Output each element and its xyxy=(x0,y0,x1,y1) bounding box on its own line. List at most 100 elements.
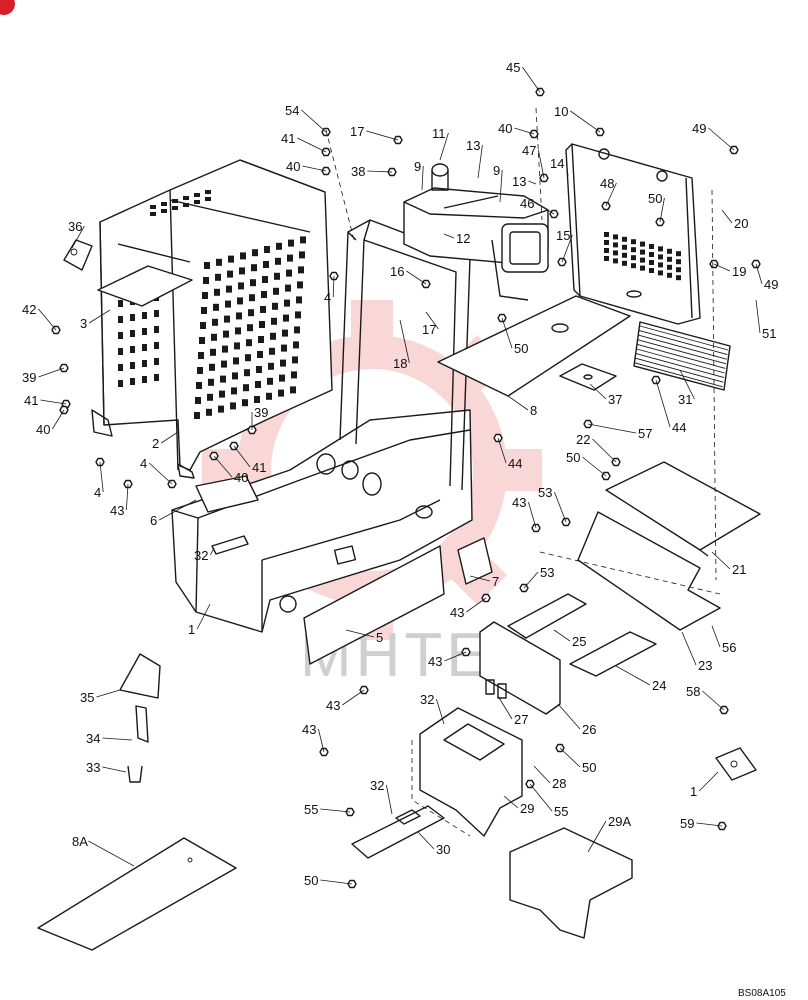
vent-slot xyxy=(604,248,609,253)
fuel-tank-part xyxy=(403,163,549,301)
callout-label-c3: 3 xyxy=(80,316,87,331)
leader-line-c12 xyxy=(443,233,455,239)
vent-slot xyxy=(295,311,301,319)
vent-slot xyxy=(613,250,618,256)
vent-slot xyxy=(194,193,200,197)
leader-line-c34 xyxy=(102,737,133,741)
callout-label-c44a: 44 xyxy=(672,420,686,435)
callout-label-c32a: 32 xyxy=(194,548,208,563)
callout-label-c59: 59 xyxy=(680,816,694,831)
leader-line-c11 xyxy=(439,132,449,161)
vent-slot xyxy=(194,412,200,419)
vent-slot xyxy=(291,371,297,379)
callout-label-c6: 6 xyxy=(150,513,157,528)
window-bracket-part xyxy=(63,239,193,307)
callout-label-c22: 22 xyxy=(576,432,590,447)
vent-slot xyxy=(631,239,636,245)
vent-slot xyxy=(150,212,156,216)
leader-line-c1b xyxy=(698,771,719,792)
vent-slot xyxy=(613,258,618,264)
callout-label-c43d: 43 xyxy=(428,654,442,669)
callout-label-c10: 10 xyxy=(554,104,568,119)
grille-mesh-line xyxy=(637,343,726,369)
callout-label-c13a: 13 xyxy=(466,138,480,153)
vent-slot xyxy=(142,328,147,335)
leader-line-c49b xyxy=(755,263,763,285)
vent-slot xyxy=(199,337,205,344)
vent-slot xyxy=(221,360,227,368)
console-26-part xyxy=(479,621,561,715)
vent-slot xyxy=(622,260,627,266)
leader-line-c50a xyxy=(659,197,665,223)
vent-slot xyxy=(284,299,290,307)
side-cover-21-part xyxy=(605,461,761,557)
leader-line-c23 xyxy=(681,631,697,666)
vent-slot xyxy=(130,378,135,385)
vent-slot xyxy=(274,272,280,280)
bottom-cover-29-part xyxy=(419,707,523,837)
panel-7-part xyxy=(457,537,493,585)
fasteners xyxy=(51,87,761,889)
strap-34-part xyxy=(135,705,149,743)
callout-label-c9a: 9 xyxy=(414,159,421,174)
vent-slot xyxy=(649,244,654,249)
vent-slot xyxy=(279,374,285,382)
vent-slot xyxy=(195,397,201,404)
vent-slot xyxy=(198,352,204,359)
vent-slot xyxy=(205,197,211,201)
vent-slot xyxy=(218,405,224,413)
vent-slot xyxy=(658,254,663,260)
callout-label-c55b: 55 xyxy=(554,804,568,819)
vent-slot xyxy=(273,287,279,295)
callout-label-c39a: 39 xyxy=(22,370,36,385)
callout-label-c29a: 29A xyxy=(608,814,631,829)
leader-line-c36 xyxy=(71,225,85,249)
vent-slot xyxy=(658,270,663,276)
vent-slot xyxy=(172,199,178,203)
vent-slot xyxy=(208,378,214,386)
vent-slot xyxy=(286,269,292,277)
leader-line-c29a xyxy=(587,820,607,853)
leader-line-c18 xyxy=(399,319,410,364)
vent-slot xyxy=(209,363,215,371)
vent-slot xyxy=(205,190,211,194)
vent-slot xyxy=(183,203,189,207)
sticker-32-part xyxy=(211,535,249,555)
leader-line-c28 xyxy=(533,765,551,784)
leader-line-c42 xyxy=(38,308,57,331)
vent-slot xyxy=(268,362,274,370)
leader-line-c40b xyxy=(302,165,327,172)
vent-slot xyxy=(215,273,221,281)
rollover-frame-part xyxy=(339,219,471,491)
leader-line-c50b xyxy=(501,317,513,349)
leader-line-c51 xyxy=(755,299,761,334)
vent-slot xyxy=(613,242,618,248)
callout-label-c32c: 32 xyxy=(370,778,384,793)
vent-slot xyxy=(667,248,672,254)
vent-slot xyxy=(280,359,286,367)
leader-line-c43d xyxy=(444,651,467,662)
vent-slot xyxy=(230,402,236,410)
vent-slot xyxy=(225,300,231,308)
leader-line-c38 xyxy=(367,170,393,173)
leader-line-c5 xyxy=(345,629,375,638)
vent-slot xyxy=(130,314,135,321)
vent-slot xyxy=(285,284,291,292)
leader-line-c49a xyxy=(708,127,735,151)
callout-label-c12: 12 xyxy=(456,231,470,246)
callout-label-c40c: 40 xyxy=(36,422,50,437)
vent-slot xyxy=(649,252,654,257)
leader-line-c13a xyxy=(477,144,483,179)
leader-line-c4a xyxy=(332,275,335,298)
callout-label-c20: 20 xyxy=(734,216,748,231)
vent-slot xyxy=(200,322,206,329)
callout-label-c4a: 4 xyxy=(324,290,331,305)
vent-slot xyxy=(202,292,208,299)
callout-label-c30: 30 xyxy=(436,842,450,857)
vent-slot xyxy=(161,202,167,206)
leader-line-c50c xyxy=(582,456,607,477)
leader-line-c53a xyxy=(554,491,567,523)
callout-label-c13b: 13 xyxy=(512,174,526,189)
vent-slot xyxy=(118,380,123,387)
callout-label-c38: 38 xyxy=(351,164,365,179)
